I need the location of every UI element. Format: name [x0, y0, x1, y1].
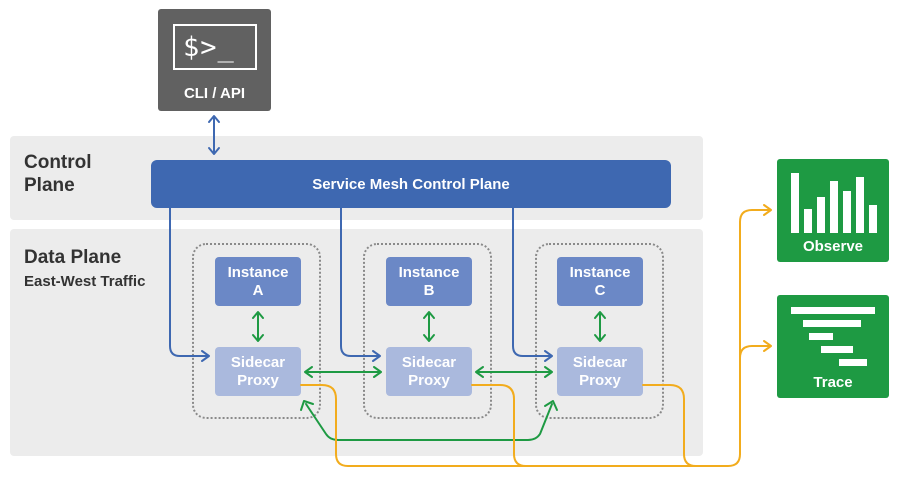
instance-c[interactable]: Instance C — [557, 257, 643, 306]
sidecar-a-line2: Proxy — [237, 371, 279, 389]
telemetry-to-observe-arrow — [739, 204, 772, 455]
cli-api-label: CLI / API — [183, 85, 246, 102]
telemetry-from-sidecar-b — [471, 384, 527, 467]
sidecar-a-line1: Sidecar — [230, 353, 286, 371]
instance-a-line1: Instance — [227, 263, 289, 281]
sidecar-b-c-arrow — [475, 366, 553, 378]
instance-a[interactable]: Instance A — [215, 257, 301, 306]
trace-label: Trace — [813, 374, 853, 391]
pod-a — [192, 243, 321, 419]
pod-c — [535, 243, 664, 419]
trace-waterfall-icon — [791, 307, 875, 366]
sidecar-c-line2: Proxy — [579, 371, 621, 389]
telemetry-from-sidecar-a — [300, 384, 741, 467]
sidecar-proxy-a[interactable]: Sidecar Proxy — [215, 347, 301, 396]
control-plane-title: Control Plane — [24, 151, 92, 197]
control-to-sidecar-c-arrow — [512, 207, 553, 362]
terminal-icon: $>_ — [173, 24, 257, 70]
bar-chart-icon — [791, 173, 877, 233]
instance-c-line2: C — [594, 281, 606, 299]
data-plane-subtitle: East-West Traffic — [24, 273, 146, 290]
cli-api-box[interactable]: $>_ CLI / API — [158, 9, 271, 111]
instance-b-sidecar-arrow — [423, 311, 435, 342]
control-plane-title-line1: Control — [24, 152, 92, 173]
control-plane-title-line2: Plane — [24, 175, 75, 196]
instance-b[interactable]: Instance B — [386, 257, 472, 306]
observe-label: Observe — [802, 238, 864, 255]
trace-tool[interactable]: Trace — [777, 295, 889, 398]
pod-b — [363, 243, 492, 419]
telemetry-to-trace-arrow — [739, 340, 772, 359]
instance-b-line1: Instance — [398, 263, 460, 281]
sidecar-proxy-b[interactable]: Sidecar Proxy — [386, 347, 472, 396]
instance-b-line2: B — [423, 281, 435, 299]
sidecar-b-line2: Proxy — [408, 371, 450, 389]
control-to-sidecar-b-arrow — [340, 207, 381, 362]
instance-c-sidecar-arrow — [594, 311, 606, 342]
data-plane-title: Data Plane — [24, 247, 122, 268]
sidecar-a-b-arrow — [304, 366, 382, 378]
observe-tool[interactable]: Observe — [777, 159, 889, 262]
instance-a-sidecar-arrow — [252, 311, 264, 342]
sidecar-c-line1: Sidecar — [572, 353, 628, 371]
instance-a-line2: A — [252, 281, 264, 299]
control-to-sidecar-a-arrow — [169, 207, 210, 362]
instance-c-line1: Instance — [569, 263, 631, 281]
sidecar-a-c-arrow — [300, 400, 558, 441]
telemetry-from-sidecar-c — [642, 384, 697, 467]
cli-control-arrow — [208, 115, 220, 155]
service-mesh-control-plane[interactable]: Service Mesh Control Plane — [151, 160, 671, 208]
sidecar-proxy-c[interactable]: Sidecar Proxy — [557, 347, 643, 396]
terminal-prompt: $>_ — [183, 31, 235, 63]
sidecar-b-line1: Sidecar — [401, 353, 457, 371]
